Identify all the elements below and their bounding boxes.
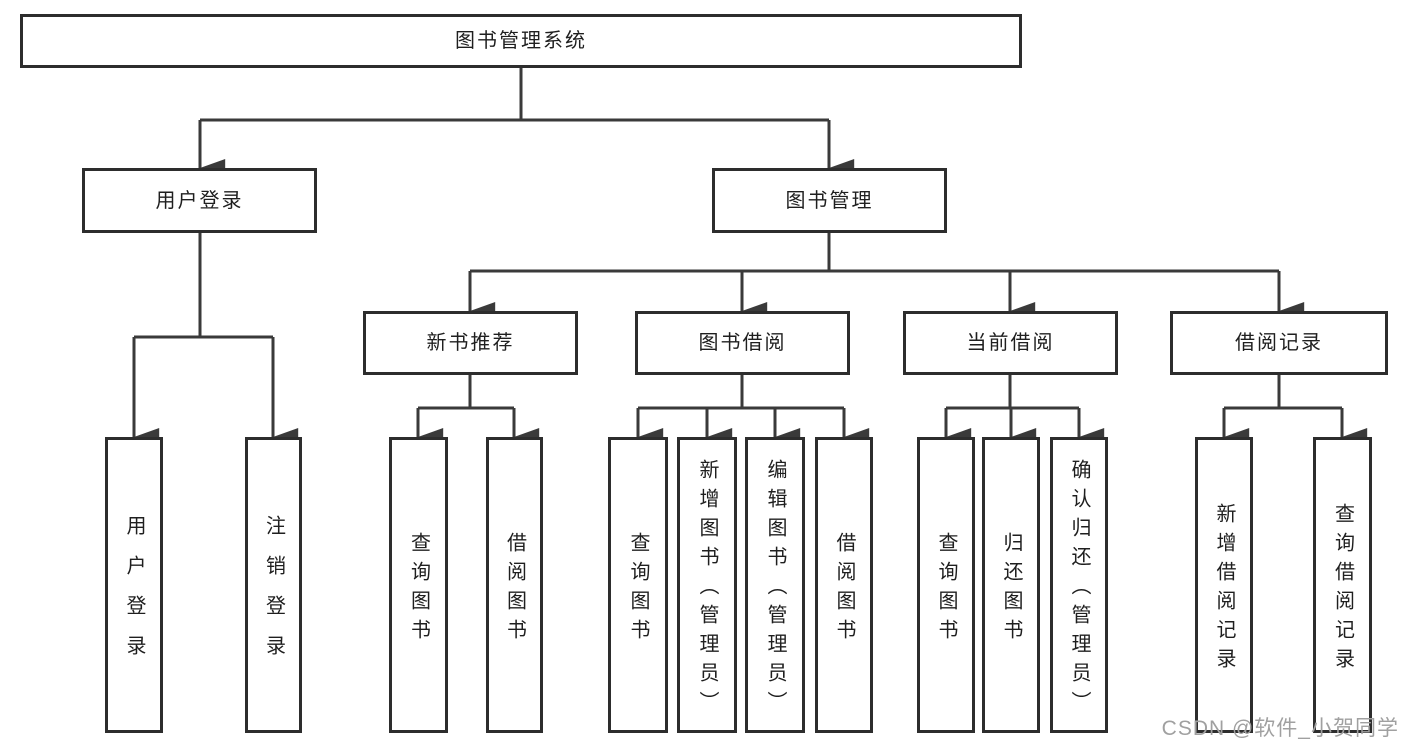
node-leaf-current-query-label: 查询图书 bbox=[935, 531, 957, 648]
connector-new-book-bus bbox=[418, 375, 514, 410]
node-leaf-newbook-query-label: 查询图书 bbox=[407, 531, 430, 648]
node-leaf-query-borrow-record-label: 查询借阅记录 bbox=[1331, 502, 1354, 677]
node-leaf-confirm-return-admin-label: 确认归还（管理员） bbox=[1068, 459, 1090, 720]
node-leaf-edit-book-admin-label: 编辑图书（管理员） bbox=[764, 459, 786, 720]
csdn-watermark: CSDN @软件_小贺同学 bbox=[1161, 717, 1399, 740]
connector-user-login-bus bbox=[134, 233, 273, 339]
node-leaf-user-login-label: 用户登录 bbox=[123, 515, 145, 675]
connector-book-borrow-bus bbox=[638, 375, 844, 410]
node-leaf-add-borrow-record: 新增借阅记录 bbox=[1195, 437, 1253, 733]
node-current-borrowing-label: 当前借阅 bbox=[966, 332, 1055, 354]
node-leaf-logout: 注销登录 bbox=[245, 437, 302, 733]
node-root-label: 图书管理系统 bbox=[455, 30, 587, 52]
node-user-login: 用户登录 bbox=[82, 168, 317, 233]
node-new-book-recommend: 新书推荐 bbox=[363, 311, 578, 375]
node-leaf-newbook-borrow-label: 借阅图书 bbox=[503, 531, 526, 648]
connector-current-borrow-bus bbox=[946, 375, 1079, 410]
node-leaf-logout-label: 注销登录 bbox=[262, 515, 285, 675]
connector-root-bus bbox=[200, 68, 829, 122]
node-user-login-label: 用户登录 bbox=[155, 189, 244, 212]
node-leaf-edit-book-admin: 编辑图书（管理员） bbox=[745, 437, 805, 733]
node-root: 图书管理系统 bbox=[20, 14, 1022, 68]
node-current-borrowing: 当前借阅 bbox=[903, 311, 1118, 375]
node-book-management-label: 图书管理 bbox=[785, 189, 874, 212]
node-borrowing-records-label: 借阅记录 bbox=[1235, 332, 1323, 354]
node-borrowing-records: 借阅记录 bbox=[1170, 311, 1388, 375]
node-leaf-query-borrow-record: 查询借阅记录 bbox=[1313, 437, 1372, 733]
node-leaf-user-login: 用户登录 bbox=[105, 437, 163, 733]
node-leaf-confirm-return-admin: 确认归还（管理员） bbox=[1050, 437, 1108, 733]
node-leaf-newbook-borrow: 借阅图书 bbox=[486, 437, 543, 733]
node-leaf-add-borrow-record-label: 新增借阅记录 bbox=[1213, 502, 1235, 677]
node-leaf-borrow-book: 借阅图书 bbox=[815, 437, 873, 733]
connector-book-mgmt-bus bbox=[470, 233, 1279, 273]
node-book-management: 图书管理 bbox=[712, 168, 947, 233]
node-leaf-add-book-admin-label: 新增图书（管理员） bbox=[696, 459, 718, 720]
connector-borrow-records-bus bbox=[1224, 375, 1342, 410]
node-leaf-add-book-admin: 新增图书（管理员） bbox=[677, 437, 737, 733]
node-book-borrowing: 图书借阅 bbox=[635, 311, 850, 375]
node-leaf-current-query: 查询图书 bbox=[917, 437, 975, 733]
node-leaf-newbook-query: 查询图书 bbox=[389, 437, 448, 733]
node-leaf-return-book: 归还图书 bbox=[982, 437, 1040, 733]
node-leaf-borrow-query-label: 查询图书 bbox=[627, 531, 649, 648]
node-new-book-recommend-label: 新书推荐 bbox=[426, 332, 515, 354]
node-book-borrowing-label: 图书借阅 bbox=[698, 332, 787, 354]
node-leaf-borrow-book-label: 借阅图书 bbox=[833, 531, 855, 648]
node-leaf-borrow-query: 查询图书 bbox=[608, 437, 668, 733]
node-leaf-return-book-label: 归还图书 bbox=[1000, 531, 1022, 648]
